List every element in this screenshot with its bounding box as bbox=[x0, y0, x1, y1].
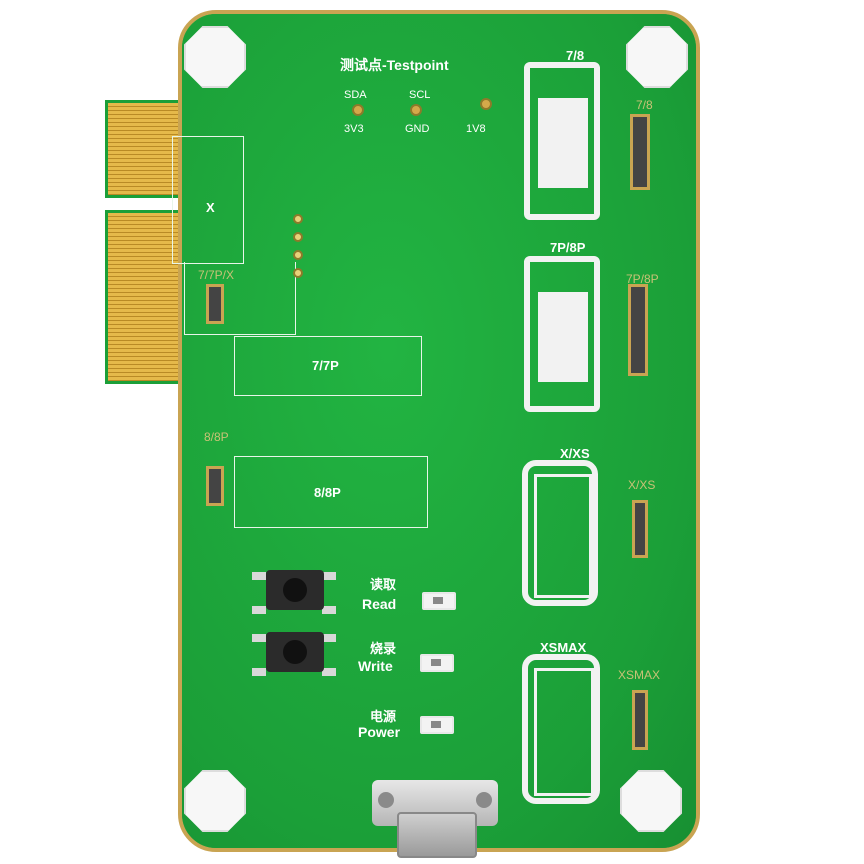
side-label-xsmax: XSMAX bbox=[618, 668, 661, 682]
write-button[interactable] bbox=[266, 632, 324, 672]
read-button-cap[interactable] bbox=[283, 578, 307, 602]
write-button-leg bbox=[252, 634, 266, 642]
power-label-cn: 电源 bbox=[370, 709, 397, 724]
testpoint-label-1v8: 1V8 bbox=[466, 123, 486, 135]
connector-7p-8p bbox=[628, 284, 648, 376]
section-7-7p-outline bbox=[234, 336, 422, 396]
phone-board-7-8 bbox=[538, 98, 588, 188]
section-x-label: X bbox=[206, 200, 215, 215]
side-label-7-8: 7/8 bbox=[636, 98, 653, 112]
pcb-surface bbox=[182, 14, 696, 848]
write-label-cn: 烧录 bbox=[370, 641, 397, 656]
connector-7-7p-x bbox=[206, 284, 224, 324]
read-button-leg bbox=[322, 572, 336, 580]
testpoint-label-gnd: GND bbox=[405, 123, 430, 135]
testpoint-label-scl: SCL bbox=[409, 89, 431, 101]
read-label-cn: 读取 bbox=[370, 577, 397, 592]
connector-xsmax bbox=[632, 690, 648, 750]
read-button[interactable] bbox=[266, 570, 324, 610]
testpoint-pad-sda[interactable] bbox=[352, 104, 364, 116]
write-button-cap[interactable] bbox=[283, 640, 307, 664]
mount-hole-top-right bbox=[626, 26, 688, 88]
phone-title-7p-8p: 7P/8P bbox=[550, 240, 586, 255]
pogo-pin-1 bbox=[293, 214, 303, 224]
read-led bbox=[422, 592, 456, 610]
testpoint-pad-scl[interactable] bbox=[410, 104, 422, 116]
section-7-7p-label: 7/7P bbox=[312, 358, 339, 373]
mount-hole-bottom-left bbox=[184, 770, 246, 832]
gold-finger-lower bbox=[105, 210, 181, 384]
phone-title-x-xs: X/XS bbox=[560, 446, 590, 461]
power-label-en: Power bbox=[358, 724, 401, 740]
phone-outline-7p-8p bbox=[524, 256, 600, 412]
write-button-leg bbox=[252, 668, 266, 676]
write-button-leg bbox=[322, 668, 336, 676]
section-x-outline bbox=[172, 136, 244, 264]
phone-outline-xsmax bbox=[522, 654, 600, 804]
connector-x-xs bbox=[632, 500, 648, 558]
phone-board-xsmax bbox=[534, 668, 594, 796]
phone-outline-x-xs bbox=[522, 460, 598, 606]
testpoint-label-3v3: 3V3 bbox=[344, 123, 364, 135]
label-8-8p-small: 8/8P bbox=[204, 430, 229, 444]
section-8-8p-label: 8/8P bbox=[314, 485, 341, 500]
gold-finger-upper bbox=[105, 100, 181, 198]
read-button-leg bbox=[252, 606, 266, 614]
write-button-leg bbox=[322, 634, 336, 642]
mount-hole-bottom-right bbox=[620, 770, 682, 832]
testpoint-pad-1v8[interactable] bbox=[480, 98, 492, 110]
pcb-board bbox=[178, 10, 700, 852]
section-8-8p-outline bbox=[234, 456, 428, 528]
section-x-frame bbox=[184, 262, 296, 335]
phone-title-7-8: 7/8 bbox=[566, 48, 585, 63]
write-label-en: Write bbox=[358, 658, 393, 674]
phone-outline-7-8 bbox=[524, 62, 600, 220]
pogo-pin-4 bbox=[293, 268, 303, 278]
connector-8-8p bbox=[206, 466, 224, 506]
phone-board-7p-8p bbox=[538, 292, 588, 382]
read-button-leg bbox=[322, 606, 336, 614]
testpoint-label-sda: SDA bbox=[344, 89, 367, 101]
phone-board-x-xs bbox=[534, 474, 592, 598]
side-label-x-xs: X/XS bbox=[628, 478, 656, 492]
read-button-leg bbox=[252, 572, 266, 580]
connector-7-8 bbox=[630, 114, 650, 190]
read-label-en: Read bbox=[362, 596, 397, 612]
testpoint-title: 测试点-Testpoint bbox=[340, 57, 449, 73]
side-label-7p-8p: 7P/8P bbox=[626, 272, 659, 286]
usb-mount-screw-right bbox=[476, 792, 492, 808]
write-led bbox=[420, 654, 454, 672]
usb-mount-screw-left bbox=[378, 792, 394, 808]
pogo-pin-3 bbox=[293, 250, 303, 260]
label-7-7p-x: 7/7P/X bbox=[198, 268, 235, 282]
power-led bbox=[420, 716, 454, 734]
pogo-pin-2 bbox=[293, 232, 303, 242]
usb-port[interactable] bbox=[397, 812, 477, 858]
mount-hole-top-left bbox=[184, 26, 246, 88]
phone-title-xsmax: XSMAX bbox=[540, 640, 587, 655]
